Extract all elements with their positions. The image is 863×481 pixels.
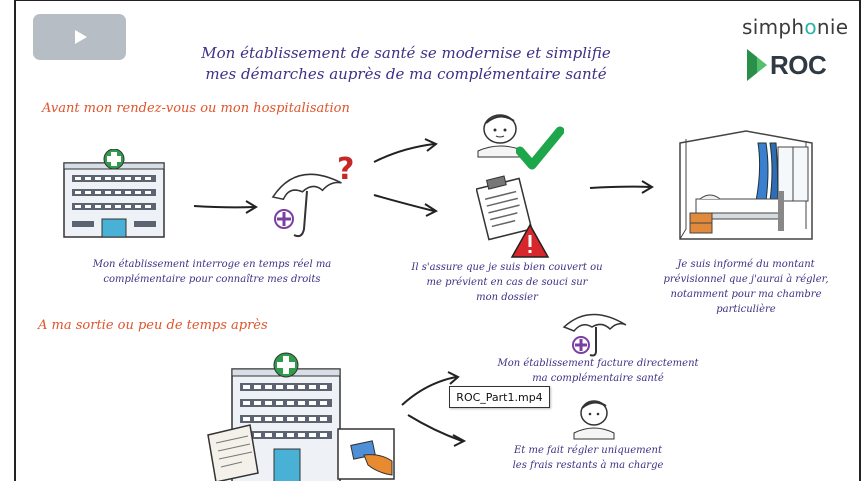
patient-icon	[573, 400, 615, 440]
arrow-icon	[407, 414, 467, 447]
play-icon	[74, 30, 87, 44]
check-icon	[516, 126, 564, 170]
simphonie-logo: simphonie	[742, 15, 849, 39]
arrow-icon	[373, 138, 438, 163]
warning-icon	[510, 223, 550, 258]
hospital-icon	[63, 149, 165, 238]
bed-icon	[679, 130, 813, 240]
receipt-icon	[207, 424, 259, 481]
caption-hospital: Mon établissement interroge en temps rée…	[92, 259, 332, 285]
title-line-2: mes démarches auprès de ma complémentair…	[205, 65, 607, 83]
video-frame[interactable]: Mon établissement de santé se modernise …	[14, 0, 861, 481]
caption-direct-invoice: Mon établissement facture directement ma…	[497, 358, 699, 384]
section-before-heading: Avant mon rendez-vous ou mon hospitalisa…	[42, 101, 350, 116]
roc-logo: ROC	[747, 49, 827, 81]
arrow-icon	[401, 371, 460, 406]
title-line-1: Mon établissement de santé se modernise …	[201, 44, 611, 62]
caption-room-estimate: Je suis informé du montant prévisionnel …	[663, 259, 829, 315]
caption-remaining-costs: Et me fait régler uniquement les frais r…	[512, 445, 664, 471]
arrow-icon	[193, 200, 258, 214]
caption-coverage-check: Il s'assure que je suis bien couvert ou …	[411, 262, 603, 303]
play-button[interactable]	[33, 14, 126, 60]
card-hand-icon	[337, 428, 395, 480]
umbrella-icon: ?	[271, 152, 354, 238]
clipboard-icon	[476, 175, 533, 241]
section-after-heading: A ma sortie ou peu de temps après	[38, 318, 268, 333]
patient-icon	[477, 114, 525, 158]
arrow-icon	[373, 194, 439, 217]
roc-mark-icon	[747, 49, 767, 81]
filename-tooltip: ROC_Part1.mp4	[449, 386, 550, 408]
question-icon: ?	[337, 152, 354, 187]
slide-title: Mon établissement de santé se modernise …	[166, 43, 646, 85]
umbrella-icon	[562, 313, 627, 357]
arrow-icon	[589, 180, 654, 194]
